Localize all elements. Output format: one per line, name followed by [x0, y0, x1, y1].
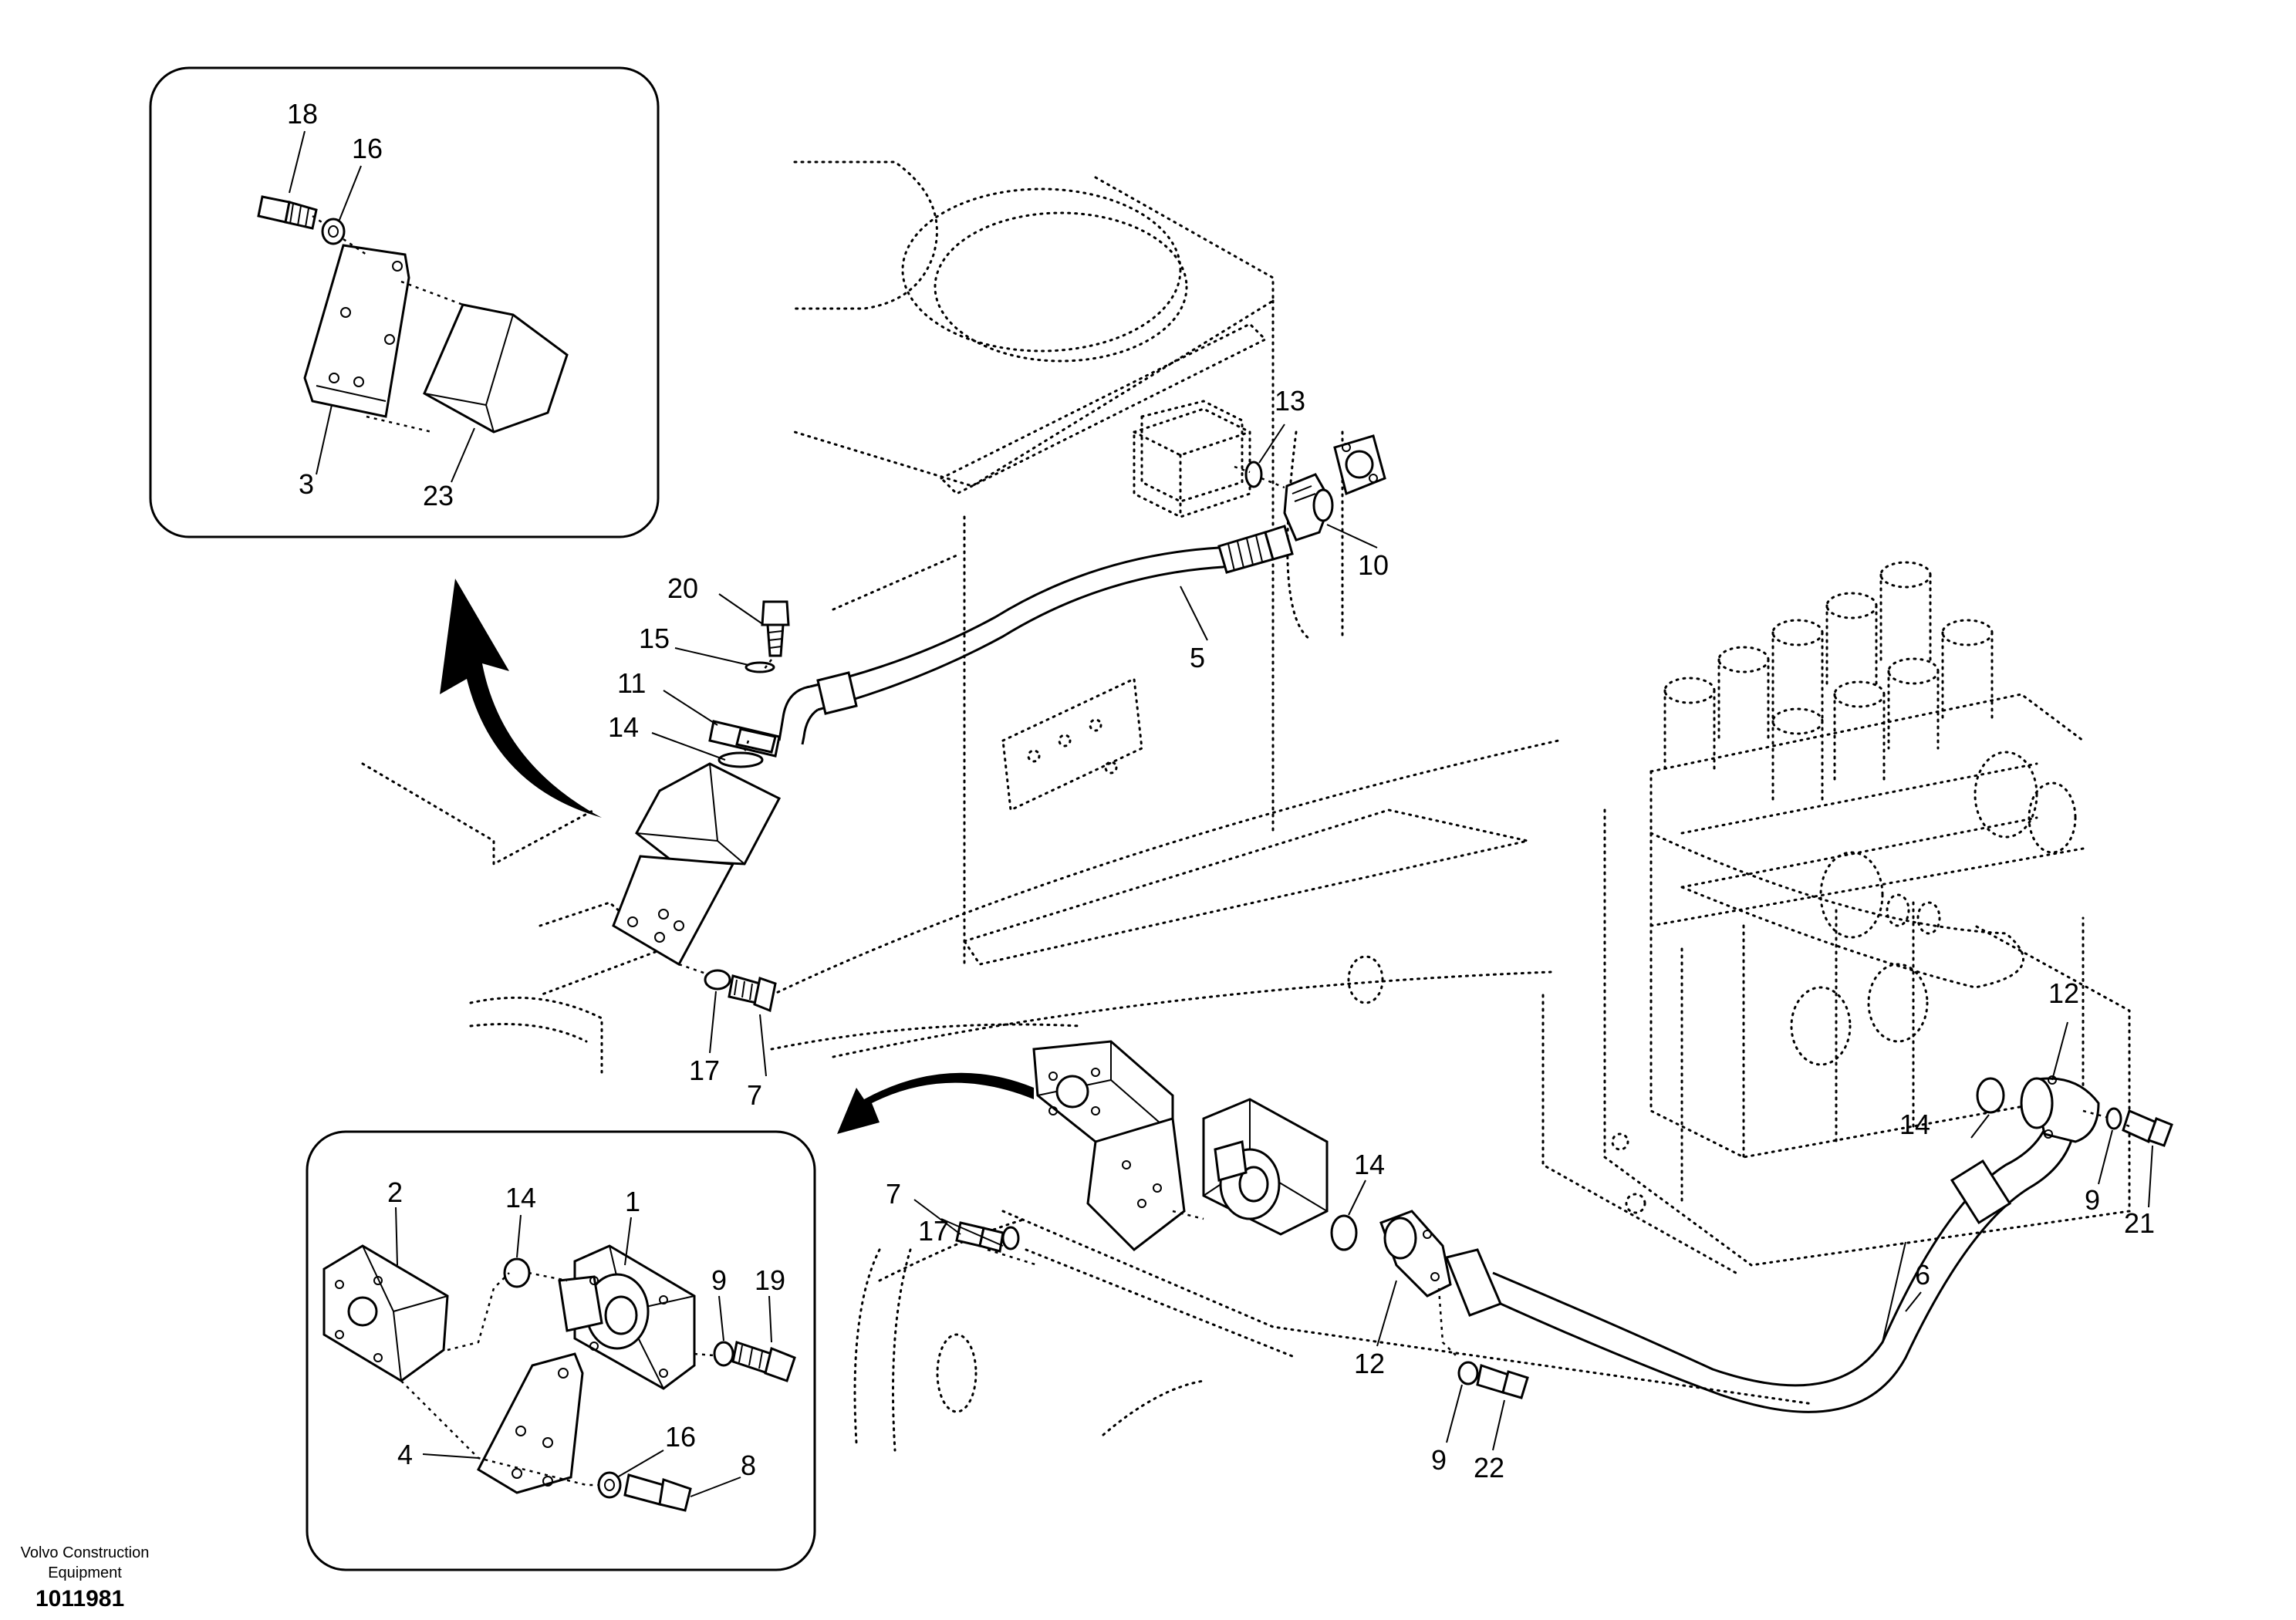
callout-7: 7 — [886, 1178, 901, 1210]
detail-box-top — [149, 66, 660, 538]
callout-12: 12 — [2048, 977, 2079, 1009]
callout-17: 17 — [689, 1055, 720, 1086]
bracket-2-lower — [1032, 1040, 1174, 1143]
callout-9: 9 — [2085, 1184, 2100, 1216]
sensor-1-detail — [558, 1244, 696, 1390]
bolt-8 — [623, 1473, 692, 1512]
washer-17-upper — [704, 969, 731, 991]
detail-box-bottom — [306, 1130, 816, 1571]
callout-2: 2 — [387, 1176, 403, 1208]
callout-5: 5 — [1190, 642, 1205, 673]
elbow-fitting-10 — [1283, 473, 1334, 542]
callout-4: 4 — [397, 1439, 413, 1470]
washer-9-detail — [713, 1341, 734, 1367]
bolt-20 — [761, 600, 790, 657]
bolt-21 — [2122, 1109, 2173, 1147]
bolt-18 — [257, 195, 318, 230]
callout-labels: 18 16 3 23 20 15 11 14 13 10 5 17 7 7 17… — [287, 98, 2155, 1483]
washer-9-lower — [1457, 1361, 1479, 1385]
callout-17: 17 — [918, 1215, 949, 1247]
callout-11: 11 — [617, 667, 646, 699]
company-name: Volvo Construction Equipment — [20, 1544, 150, 1581]
bracket-3-detail — [303, 244, 410, 418]
callout-6: 6 — [1915, 1259, 1930, 1291]
washer-15 — [745, 661, 775, 673]
callout-14: 14 — [1354, 1149, 1385, 1180]
callout-12: 12 — [1354, 1348, 1385, 1379]
o-ring-13 — [1244, 461, 1263, 488]
washer-16-detail — [597, 1471, 622, 1499]
callout-16: 16 — [665, 1421, 696, 1453]
bolt-19 — [731, 1341, 796, 1382]
callout-19: 19 — [755, 1264, 785, 1296]
o-ring-14-mid — [1330, 1214, 1358, 1251]
callout-14: 14 — [608, 711, 639, 743]
port-flange — [1333, 434, 1386, 496]
bolt-7-upper — [728, 974, 777, 1013]
washer-9-right — [2105, 1107, 2122, 1130]
callout-23: 23 — [423, 480, 454, 511]
split-flange-11 — [708, 720, 781, 758]
callout-7: 7 — [747, 1079, 762, 1111]
sensor-housing-23-detail — [423, 303, 569, 434]
drawing-number: 1011981 — [35, 1586, 125, 1612]
o-ring-14-right — [1976, 1077, 2005, 1114]
bracket-2-detail — [322, 1244, 449, 1382]
callout-9: 9 — [711, 1264, 727, 1296]
hose-5 — [778, 525, 1294, 745]
callout-10: 10 — [1358, 549, 1389, 581]
bracket-3-main — [612, 855, 735, 967]
washer-16-top — [321, 218, 346, 245]
callout-15: 15 — [639, 623, 670, 654]
callout-8: 8 — [741, 1450, 756, 1481]
hose-6 — [1444, 1075, 2100, 1413]
split-flange-12-lower — [1379, 1210, 1452, 1298]
callout-22: 22 — [1474, 1452, 1504, 1483]
washer-17-lower — [1001, 1226, 1020, 1250]
callout-14: 14 — [1899, 1109, 1930, 1140]
control-valve-assembly — [1541, 561, 2131, 1274]
callout-20: 20 — [667, 572, 698, 604]
callout-3: 3 — [299, 468, 314, 500]
arrow-to-detail-bottom — [837, 1072, 1034, 1134]
callout-21: 21 — [2124, 1207, 2155, 1239]
sensor-housing-23 — [635, 762, 782, 866]
callout-16: 16 — [352, 133, 383, 164]
leader-lines — [289, 130, 2153, 1497]
o-ring-14-top — [718, 751, 764, 768]
callout-13: 13 — [1275, 385, 1305, 417]
bolt-7-lower — [955, 1221, 1004, 1253]
sensor-1-lower — [1202, 1098, 1329, 1236]
callout-9: 9 — [1431, 1444, 1447, 1476]
spool-caps — [1663, 561, 1994, 804]
callout-18: 18 — [287, 98, 318, 130]
callout-14: 14 — [505, 1182, 536, 1213]
bracket-4-lower — [1086, 1117, 1186, 1251]
bolt-22 — [1476, 1364, 1529, 1399]
arrow-to-detail-top — [440, 579, 602, 818]
bracket-4-detail — [477, 1352, 584, 1494]
callout-1: 1 — [625, 1186, 640, 1217]
